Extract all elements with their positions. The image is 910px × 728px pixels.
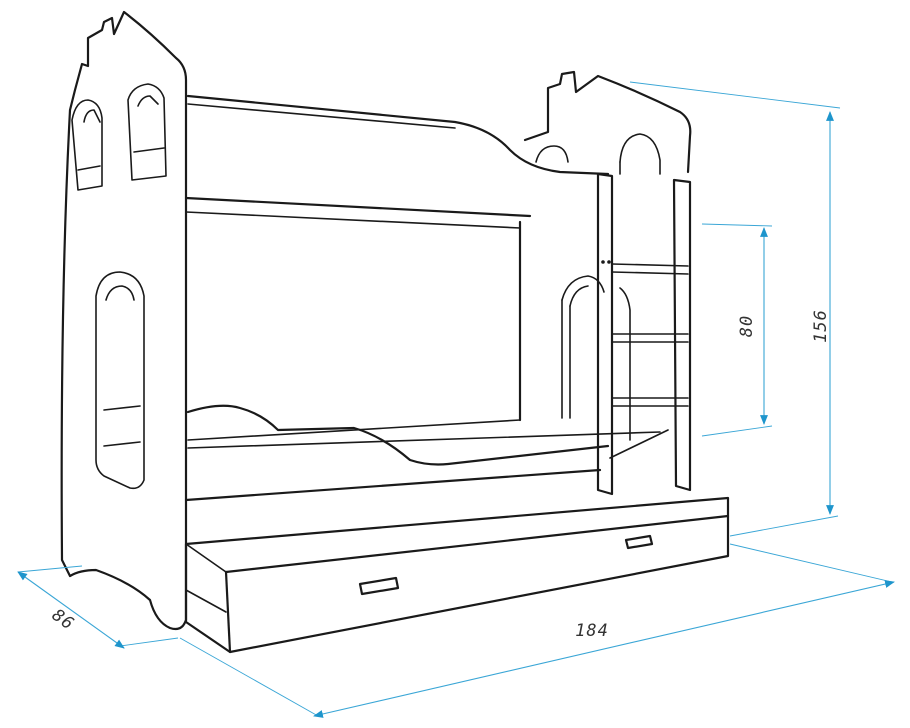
trundle-drawer: [184, 496, 730, 654]
front-castle-panel: [60, 10, 188, 631]
depth-label: 86: [48, 605, 78, 634]
depth-dimension: 86: [17, 565, 179, 649]
rear-castle-panel: [523, 70, 692, 175]
drawer-handle-side: [624, 534, 654, 550]
width-label: 184: [575, 621, 609, 641]
rear-lower-panel: [561, 275, 631, 441]
dimension-lines: 156 80 184 86: [17, 81, 895, 718]
drawer-handle-front: [358, 576, 400, 596]
clearance-dimension: 80: [701, 223, 773, 437]
clearance-label: 80: [737, 315, 757, 337]
ladder: [596, 172, 692, 496]
bunk-bed-drawing: [60, 10, 730, 654]
height-label: 156: [811, 309, 831, 343]
height-dimension: 156: [629, 81, 841, 537]
upper-bunk-back-panel: [184, 94, 610, 422]
width-dimension: 184: [179, 543, 895, 718]
lower-bunk: [184, 404, 669, 502]
